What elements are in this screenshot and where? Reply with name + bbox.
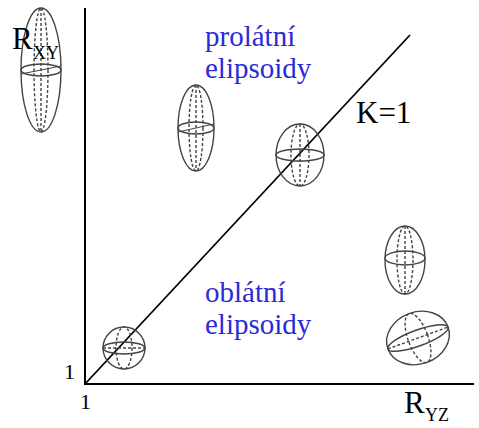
axis-title: R	[12, 22, 33, 57]
line-label: K=1	[356, 96, 411, 131]
axis-tick: 1	[64, 360, 75, 385]
region-label: oblátní elipsoidy	[205, 276, 355, 341]
ellipsoid	[178, 85, 214, 171]
sphere	[103, 327, 145, 369]
axis-tick: 1	[80, 390, 91, 415]
axis-subscript: XY	[33, 43, 59, 63]
axis-title: R	[404, 386, 425, 421]
ellipsoid	[385, 226, 425, 294]
ellipsoid-figures	[21, 8, 457, 373]
ellipsoid	[276, 124, 324, 186]
axis-subscript: YZ	[425, 405, 449, 425]
region-label: prolátní elipsoidy	[205, 20, 355, 85]
axes	[84, 8, 474, 384]
ellipsoid	[379, 303, 457, 374]
